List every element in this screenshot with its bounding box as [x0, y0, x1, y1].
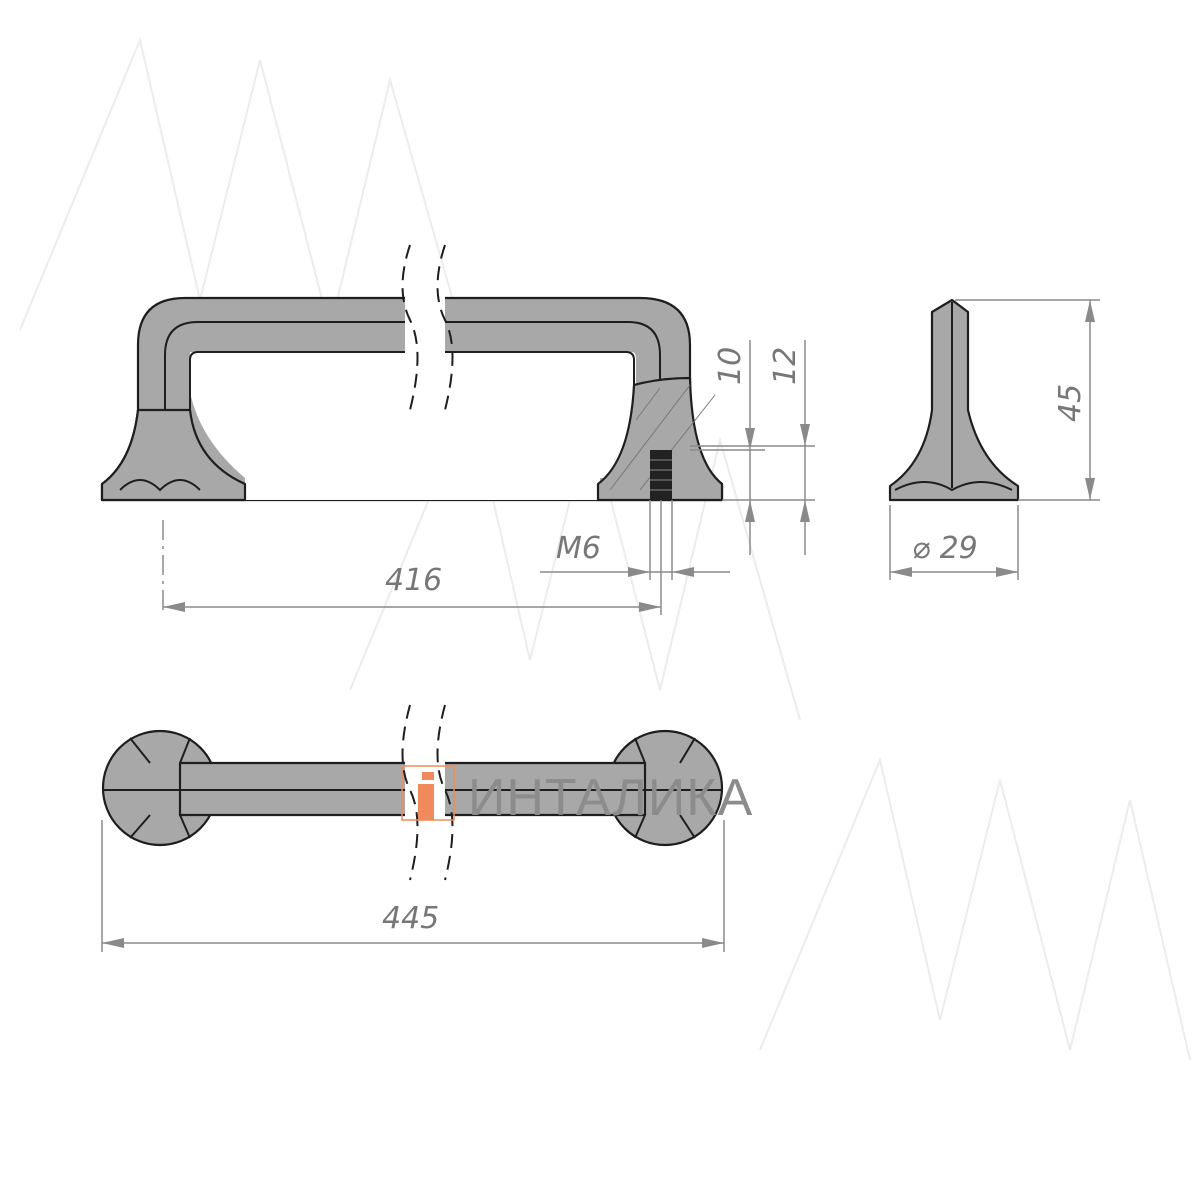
dim-12: 12 — [768, 347, 803, 385]
dimensions: 416 445 M6 10 12 45 ⌀ 29 — [101, 299, 1100, 952]
watermark — [19, 36, 1191, 1061]
handle-side-view — [888, 298, 1020, 502]
section-foot — [596, 376, 724, 502]
thread-hole — [650, 450, 672, 500]
handle-front-view — [100, 244, 724, 502]
dim-diameter-29: ⌀ 29 — [912, 531, 978, 566]
dim-45: 45 — [1053, 384, 1088, 422]
handle-top-view — [101, 704, 724, 881]
logo-text: ИНТАЛИКА — [468, 769, 753, 827]
dim-10: 10 — [713, 347, 748, 385]
dim-m6: M6 — [556, 531, 601, 566]
dim-416: 416 — [385, 563, 442, 598]
dim-445: 445 — [382, 901, 439, 936]
intalika-logo: ИНТАЛИКА — [401, 765, 753, 827]
